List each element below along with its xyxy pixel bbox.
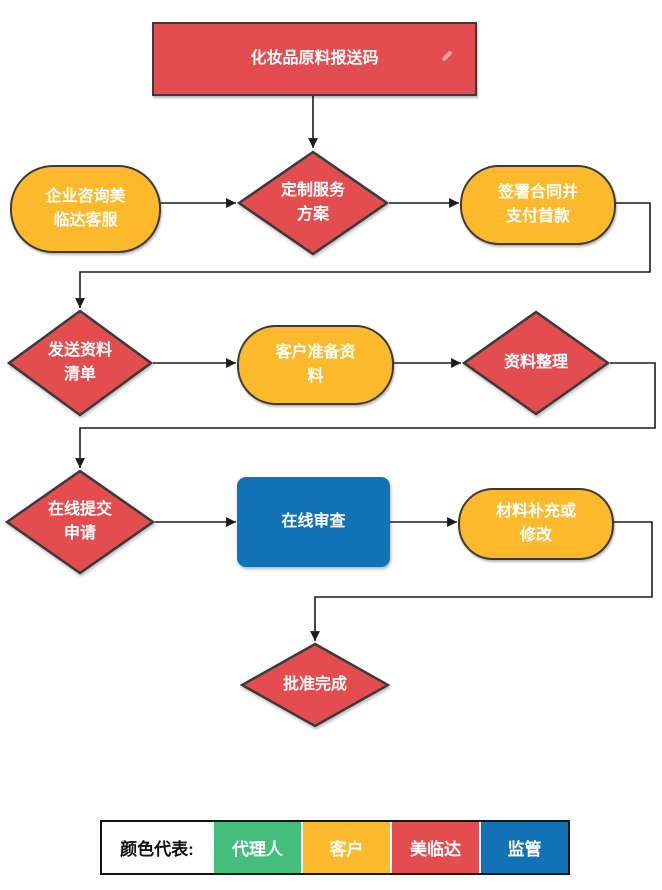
legend-item-customer: 客户 (303, 822, 390, 873)
flow-node-sign-contract-label: 签署合同并支付首款 (497, 184, 578, 225)
edit-pencil-icon[interactable] (441, 50, 453, 62)
flow-node-prepare-docs-label: 客户准备资料 (275, 344, 356, 385)
color-legend: 颜色代表: 代理人 客户 美临达 监管 (100, 820, 570, 875)
flow-node-sign-contract[interactable]: 签署合同并支付首款 (460, 165, 616, 245)
flow-node-supplement[interactable]: 材料补充或修改 (458, 488, 614, 560)
flow-node-consult-label: 企业咨询美临达客服 (45, 188, 126, 229)
diamond-shape (5, 469, 155, 575)
flow-node-custom-plan[interactable]: 定制服务方案 (237, 150, 389, 256)
flow-node-approved-label: 批准完成 (282, 676, 347, 693)
flow-node-consult[interactable]: 企业咨询美临达客服 (10, 165, 161, 253)
flow-node-submit-online[interactable]: 在线提交申请 (5, 469, 155, 575)
legend-item-regulator: 监管 (481, 822, 568, 873)
flow-node-organize-docs-label: 资料整理 (503, 354, 568, 371)
flow-node-submit-online-label: 在线提交申请 (47, 501, 112, 542)
flow-node-send-list[interactable]: 发送资料清单 (7, 309, 153, 417)
flow-node-prepare-docs[interactable]: 客户准备资料 (237, 325, 394, 405)
diamond-shape (240, 642, 390, 728)
legend-title: 颜色代表: (120, 840, 194, 859)
flow-node-supplement-label: 材料补充或修改 (495, 503, 576, 544)
legend-item-agent: 代理人 (214, 822, 301, 873)
flow-node-approved[interactable]: 批准完成 (240, 642, 390, 728)
flow-node-custom-plan-label: 定制服务方案 (280, 182, 345, 223)
flow-node-start[interactable]: 化妆品原料报送码 (152, 22, 477, 96)
flow-node-send-list-label: 发送资料清单 (47, 342, 112, 383)
flow-node-organize-docs[interactable]: 资料整理 (462, 310, 610, 416)
flow-node-online-review-label: 在线审查 (281, 513, 346, 530)
flow-node-start-label: 化妆品原料报送码 (250, 50, 379, 67)
flow-node-online-review[interactable]: 在线审查 (237, 477, 390, 567)
legend-item-meilinda: 美临达 (392, 822, 479, 873)
